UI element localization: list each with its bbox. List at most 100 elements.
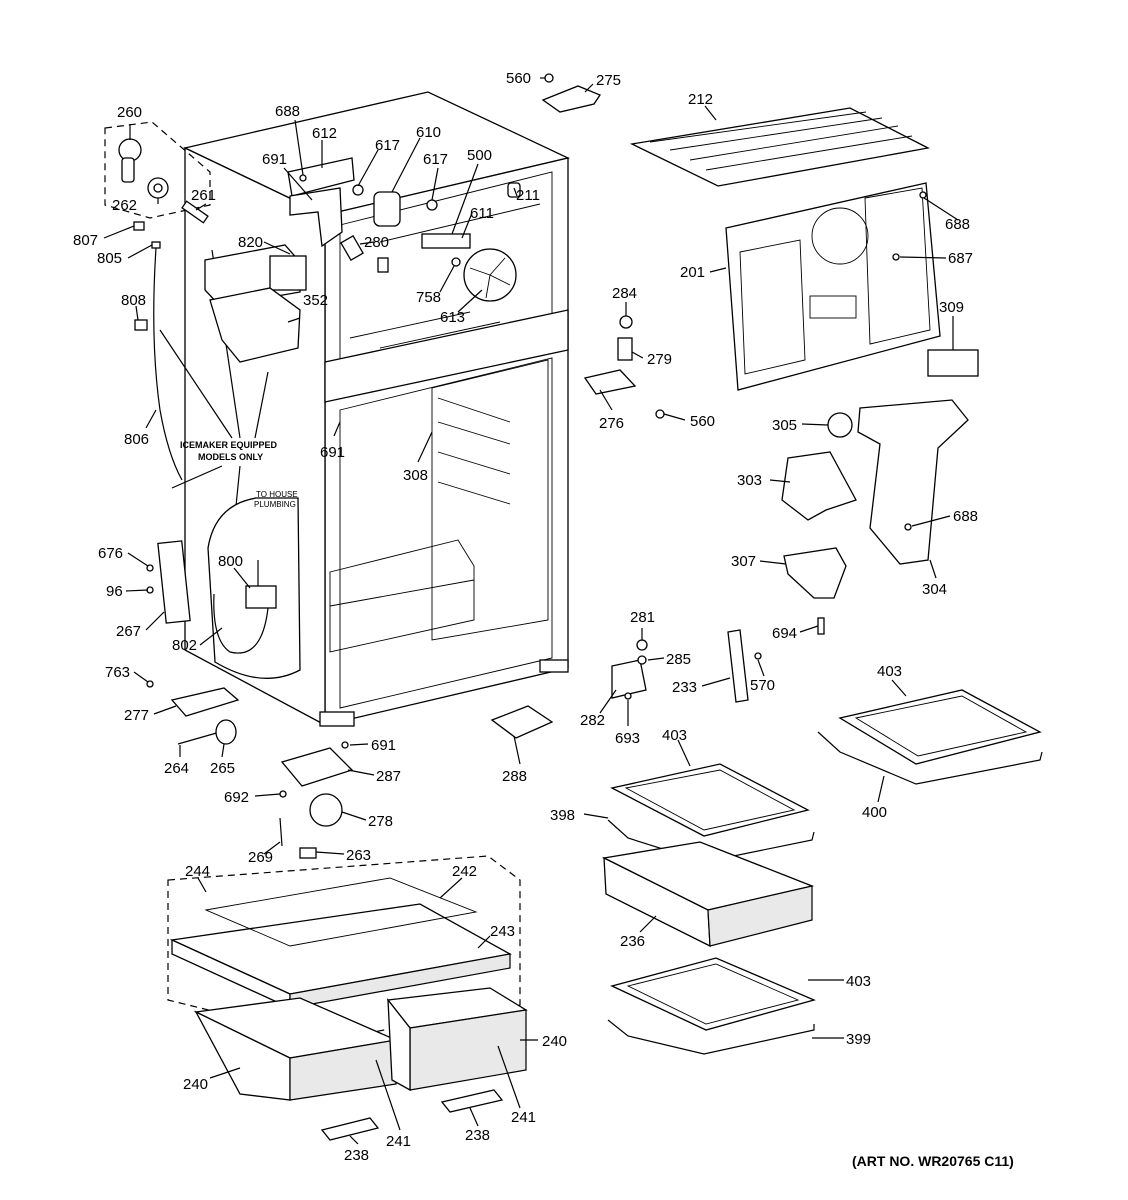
- label-309: [927, 349, 979, 377]
- callout-820: 820: [238, 234, 263, 251]
- evaporator-cover-201: [725, 182, 941, 391]
- roller-265: [215, 719, 237, 745]
- callout-260: 260: [117, 104, 142, 121]
- callout-617-left: 617: [375, 137, 400, 154]
- screw-692: [279, 790, 287, 798]
- screw-676: [146, 564, 154, 572]
- light-211: [507, 182, 521, 198]
- shelf-assembly-400: [817, 689, 1043, 785]
- callout-806: 806: [124, 431, 149, 448]
- duct-304: [857, 399, 969, 565]
- callout-309: 309: [939, 299, 964, 316]
- rail-233: [727, 629, 749, 703]
- callout-676: 676: [98, 545, 123, 562]
- callout-758: 758: [416, 289, 441, 306]
- crisper-cover-243: [169, 877, 512, 1010]
- callout-238-left: 238: [344, 1147, 369, 1164]
- callout-263: 263: [346, 847, 371, 864]
- knob-617b: [426, 199, 438, 211]
- callout-400: 400: [862, 804, 887, 821]
- gasket-262: [147, 177, 169, 199]
- icemaker-820: [204, 244, 307, 307]
- callout-labels: 560 275 212 260 688 612 617 610 617 500 …: [73, 70, 978, 1164]
- callout-238-right: 238: [465, 1127, 490, 1144]
- duct: [289, 187, 343, 248]
- roller-278: [309, 793, 343, 827]
- bracket-267: [157, 540, 191, 624]
- callout-403-mid: 403: [662, 727, 687, 744]
- callout-560-mid: 560: [690, 413, 715, 430]
- leveler-263: [299, 847, 317, 859]
- callout-399: 399: [846, 1031, 871, 1048]
- callout-262: 262: [112, 197, 137, 214]
- callout-284: 284: [612, 285, 637, 302]
- water-line-802: [213, 560, 269, 654]
- part-758: [451, 257, 461, 267]
- part-303: [781, 451, 857, 521]
- callout-694: 694: [772, 625, 797, 642]
- callout-240-right: 240: [542, 1033, 567, 1050]
- bracket-282: [611, 659, 647, 699]
- ice-bucket-352: [209, 287, 301, 363]
- screw-560b: [655, 409, 665, 419]
- callout-241-left: 241: [386, 1133, 411, 1150]
- callout-691-low: 691: [371, 737, 396, 754]
- callout-403-right: 403: [877, 663, 902, 680]
- part-285: [637, 655, 647, 665]
- callout-613: 613: [440, 309, 465, 326]
- bracket-277: [170, 687, 240, 717]
- callout-269: 269: [248, 849, 273, 866]
- screw-687: [892, 253, 900, 261]
- shelf-assembly-399: [607, 957, 816, 1055]
- screw-693: [624, 692, 632, 700]
- callout-688-right-top: 688: [945, 216, 970, 233]
- callout-278: 278: [368, 813, 393, 830]
- bracket-238b: [440, 1089, 504, 1113]
- callout-240-left: 240: [183, 1076, 208, 1093]
- callout-307: 307: [731, 553, 756, 570]
- callout-276: 276: [599, 415, 624, 432]
- part-612: [287, 157, 355, 197]
- callout-282: 282: [580, 712, 605, 729]
- bolt-269: [279, 817, 283, 847]
- icemaker-note-line2: MODELS ONLY: [198, 452, 263, 462]
- callout-570: 570: [750, 677, 775, 694]
- clamp-808: [134, 319, 148, 331]
- callout-264: 264: [164, 760, 189, 777]
- callout-265: 265: [210, 760, 235, 777]
- part-805: [151, 241, 161, 249]
- icemaker-note-line1: ICEMAKER EQUIPPED: [180, 440, 278, 450]
- callout-403-low: 403: [846, 973, 871, 990]
- thermostat-610: [373, 191, 401, 227]
- washer-284: [619, 315, 633, 329]
- callout-763: 763: [105, 664, 130, 681]
- fill-tube-260: [118, 138, 142, 183]
- screw-694: [817, 617, 825, 635]
- part-280b: [377, 257, 389, 273]
- screw-688: [299, 174, 307, 182]
- plumbing-note-line2: PLUMBING: [254, 500, 296, 509]
- crisper-pan-240a: [193, 997, 399, 1101]
- screw-688c: [904, 523, 912, 531]
- screw-688b: [919, 191, 927, 199]
- screw-570: [754, 652, 762, 660]
- knob-617a: [352, 184, 364, 196]
- callout-212: 212: [688, 91, 713, 108]
- callout-285: 285: [666, 651, 691, 668]
- fan-613: [463, 248, 517, 302]
- part-280: [340, 234, 364, 262]
- callout-287: 287: [376, 768, 401, 785]
- callout-244: 244: [185, 863, 210, 880]
- callout-612: 612: [312, 125, 337, 142]
- screw-560: [544, 73, 554, 83]
- callout-308: 308: [403, 467, 428, 484]
- callout-610: 610: [416, 124, 441, 141]
- callout-303: 303: [737, 472, 762, 489]
- callout-304: 304: [922, 581, 947, 598]
- callout-691-mid: 691: [320, 444, 345, 461]
- screw-691c: [341, 741, 349, 749]
- bracket-238a: [320, 1117, 380, 1141]
- callout-352: 352: [303, 292, 328, 309]
- callout-802: 802: [172, 637, 197, 654]
